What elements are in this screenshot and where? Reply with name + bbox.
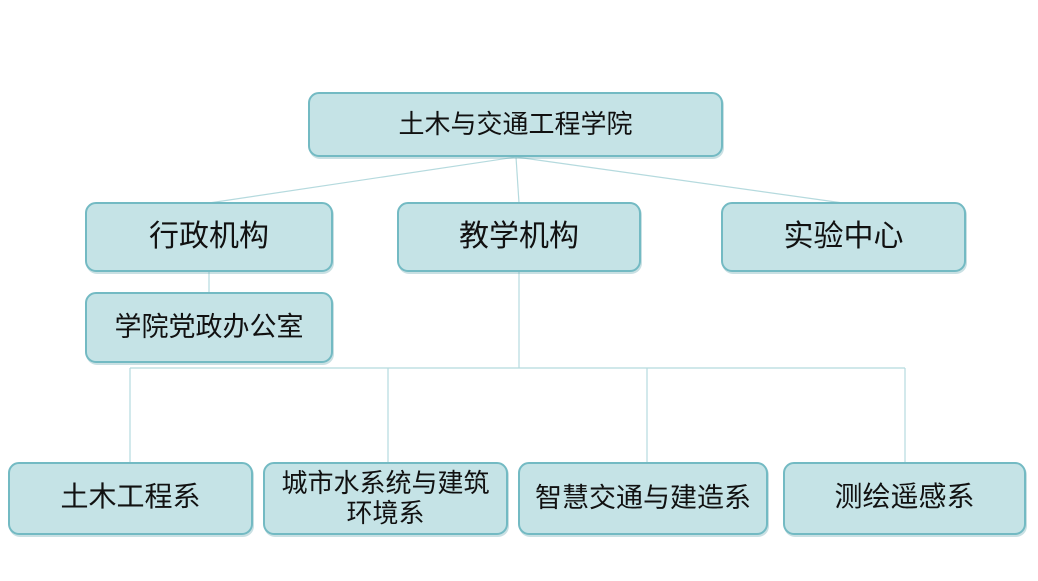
node-college-root: 土木与交通工程学院 bbox=[308, 92, 723, 157]
node-administrative-label: 行政机构 bbox=[149, 219, 269, 253]
node-surveying-remote-sensing-dept-label: 测绘遥感系 bbox=[834, 482, 975, 514]
node-teaching-label: 教学机构 bbox=[459, 219, 579, 253]
node-smart-transport-construction-dept-label: 智慧交通与建造系 bbox=[535, 482, 751, 513]
node-party-admin-office: 学院党政办公室 bbox=[85, 292, 333, 363]
edge-root-to-teaching bbox=[515, 156, 520, 204]
node-smart-transport-construction-dept: 智慧交通与建造系 bbox=[518, 462, 768, 535]
node-lab-center-label: 实验中心 bbox=[783, 219, 904, 253]
node-teaching: 教学机构 bbox=[397, 202, 641, 272]
node-civil-engineering-dept-label: 土木工程系 bbox=[60, 482, 201, 514]
edge-root-to-lab-center bbox=[515, 156, 844, 204]
node-administrative: 行政机构 bbox=[85, 202, 333, 272]
node-urban-water-building-env-dept: 城市水系统与建筑环境系 bbox=[263, 462, 508, 535]
node-civil-engineering-dept: 土木工程系 bbox=[8, 462, 253, 535]
edge-root-to-administrative bbox=[208, 156, 517, 204]
node-college-root-label: 土木与交通工程学院 bbox=[398, 109, 633, 139]
node-urban-water-building-env-dept-label: 城市水系统与建筑环境系 bbox=[281, 468, 490, 528]
node-surveying-remote-sensing-dept: 测绘遥感系 bbox=[783, 462, 1026, 535]
node-party-admin-office-label: 学院党政办公室 bbox=[114, 311, 304, 342]
node-lab-center: 实验中心 bbox=[721, 202, 966, 272]
